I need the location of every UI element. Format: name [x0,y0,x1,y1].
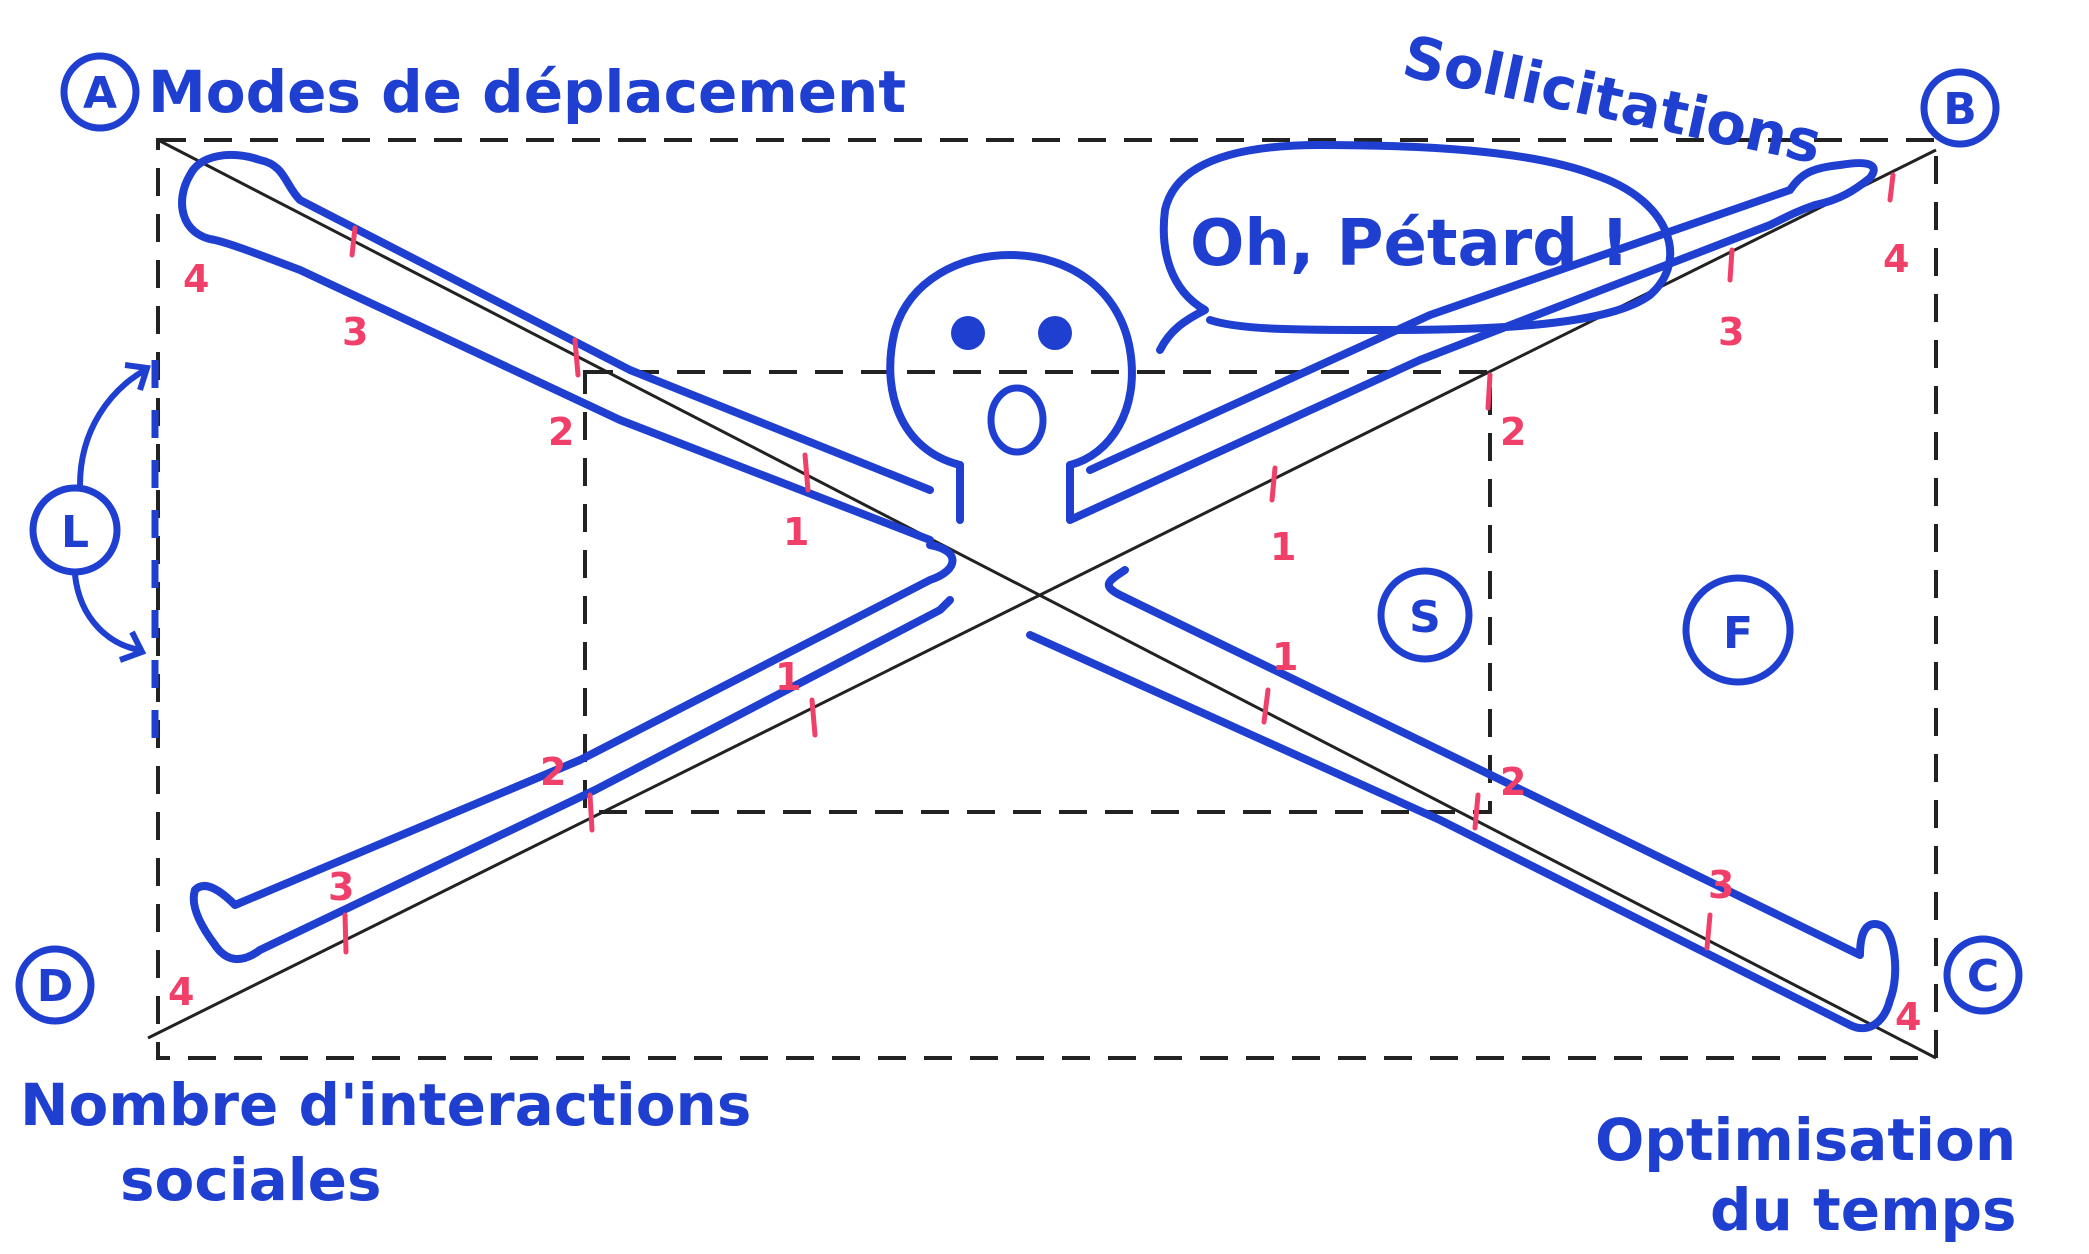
diagonal-b-d [148,150,1936,1038]
tick-number: 1 [783,510,809,554]
corner-a-letter: A [83,68,117,119]
tick-number: 3 [1708,863,1734,907]
tick-number: 3 [342,310,368,354]
tick-mark [805,455,808,490]
tick-mark [812,700,815,735]
corner-b-letter: B [1943,84,1977,135]
tick-mark [1890,175,1893,200]
tick-number: 2 [1500,760,1526,804]
tick-mark [575,340,578,375]
tick-mark [1272,468,1275,500]
mouth [991,388,1043,452]
zone-l-arrow-down [75,575,142,660]
tick-mark [590,795,592,830]
corner-d-label-line1: Nombre d'interactions [20,1071,751,1139]
tick-number: 1 [1270,525,1296,569]
tick-number: 1 [1272,635,1298,679]
corner-c-label-line2: du temps [1710,1176,2017,1244]
zone-l-letter: L [61,507,89,558]
tick-number: 2 [1500,410,1526,454]
tick-number: 2 [540,750,566,794]
zone-l-arrow-up [80,365,147,485]
corner-c-label-line1: Optimisation [1595,1106,2016,1174]
tick-mark [1475,795,1478,828]
zone-s-letter: S [1409,592,1441,643]
tick-mark [1707,915,1710,948]
leg-lower-left [194,545,953,959]
tick-mark [1488,375,1490,408]
left-eye [951,316,985,350]
speech-bubble-text: Oh, Pétard ! [1190,207,1630,281]
zone-f-letter: F [1723,608,1753,659]
tick-mark [1264,690,1268,722]
tick-mark [1730,250,1732,280]
corner-d-letter: D [37,961,74,1012]
tick-number: 4 [168,970,194,1014]
tick-number: 1 [775,655,801,699]
head [890,255,1132,465]
tick-mark [352,228,355,255]
corner-a-label: Modes de déplacement [148,58,906,126]
tick-number: 4 [1883,237,1909,281]
corner-d-label-line2: sociales [120,1146,382,1214]
tick-marks [345,175,1893,952]
tick-number: 4 [183,257,209,301]
tick-number: 3 [1718,310,1744,354]
diagonal-a-c [158,140,1936,1058]
tick-number: 3 [328,865,354,909]
tick-mark [345,915,346,952]
corner-c-letter: C [1967,951,1999,1002]
right-eye [1038,316,1072,350]
tick-number: 2 [548,410,574,454]
tick-number: 4 [1895,995,1921,1039]
